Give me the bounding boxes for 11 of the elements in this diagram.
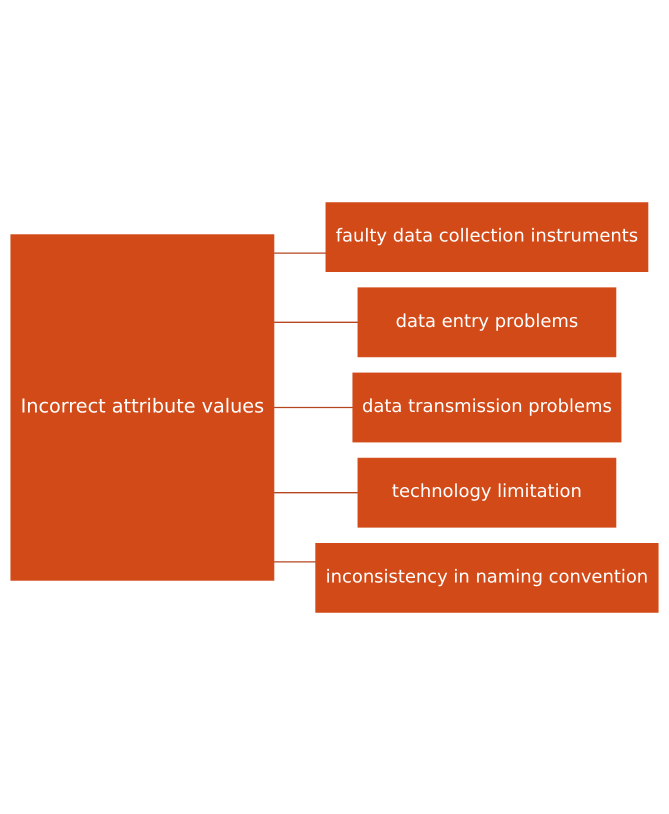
node-box: data entry problems [358,286,616,357]
node-box: faulty data collection instruments [326,202,648,272]
connector [274,252,326,254]
connector [274,560,316,562]
node-box: inconsistency in naming convention [315,542,659,612]
connector [274,406,353,408]
connector [274,492,358,493]
node-box: technology limitation [358,457,616,528]
connector [274,321,358,322]
node-box: data transmission problems [352,372,622,442]
node-box: Incorrect attribute values [10,234,274,580]
